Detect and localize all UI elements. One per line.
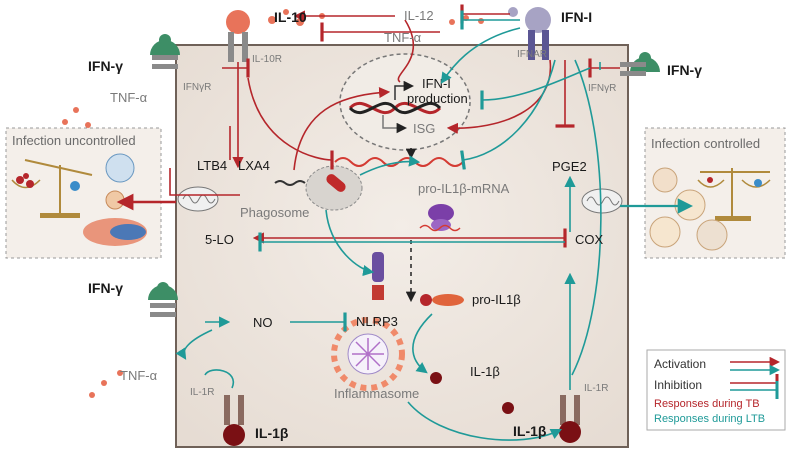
legend-ltb: Responses during LTB <box>654 413 765 425</box>
il12-label: IL-12 <box>404 8 434 23</box>
tnfa-top-label: TNF-α <box>384 30 422 45</box>
no-label: NO <box>253 315 273 330</box>
ifngr-receptor-left-mid <box>148 282 178 317</box>
il1b-dots <box>430 372 514 414</box>
ifng-left-mid-label: IFN-γ <box>88 280 123 296</box>
lxa4-label: LXA4 <box>238 158 270 173</box>
il1b-bottom-right-label: IL-1β <box>513 423 547 439</box>
cox-label: COX <box>575 232 604 247</box>
pro-il1b-molecule <box>420 294 464 306</box>
five-lo-label: 5-LO <box>205 232 234 247</box>
infection-uncontrolled-title: Infection uncontrolled <box>12 133 136 148</box>
legend: Activation Inhibition Responses during T… <box>646 349 786 431</box>
il1r-left-label: IL-1R <box>190 387 214 398</box>
nlrp3-sensor <box>372 252 384 300</box>
il1b-mid-label: IL-1β <box>470 364 500 379</box>
ifng-right-label: IFN-γ <box>667 62 702 78</box>
legend-activation: Activation <box>654 357 706 371</box>
legend-tb: Responses during TB <box>654 398 760 410</box>
il1r-receptor-right <box>559 395 581 443</box>
pro-il1b-label: pro-IL1β <box>472 292 521 307</box>
ifngr-receptor-left <box>150 34 180 69</box>
il1b-bottom-left-label: IL-1β <box>255 425 289 441</box>
nlrp3-label: NLRP3 <box>356 314 398 329</box>
infection-controlled-title: Infection controlled <box>651 136 760 151</box>
il1r-receptor-left <box>223 395 245 446</box>
il1r-right-label: IL-1R <box>584 383 608 394</box>
legend-inhibition: Inhibition <box>654 378 702 392</box>
phagosome-label: Phagosome <box>240 205 309 220</box>
mitochondrion-right <box>581 188 623 214</box>
pge2-label: PGE2 <box>552 159 587 174</box>
ifn-i-label: IFN-I <box>561 9 592 25</box>
phagosome <box>274 165 363 211</box>
ifngr-receptor-right <box>620 52 660 76</box>
ifngr-right-label: IFNγR <box>588 83 616 94</box>
mitochondrion-left <box>177 186 219 212</box>
pro-il1b-mrna-label: pro-IL1β-mRNA <box>418 181 510 196</box>
ifnar-label: IFNAR <box>517 49 547 60</box>
ifngr-left-label: IFNγR <box>183 82 211 93</box>
il10r-label: IL-10R <box>252 54 282 65</box>
ifn-i-production-label-1: IFN-I <box>422 76 451 91</box>
ltb-arrows <box>175 10 694 441</box>
ifn-i-production-label-2: production <box>407 91 468 106</box>
ifng-left-top-label: IFN-γ <box>88 58 123 74</box>
inflammasome-label: Inflammasome <box>334 386 419 401</box>
ifnar-receptor <box>508 7 551 60</box>
tnfa-left-top-label: TNF-α <box>110 90 148 105</box>
ltb4-label: LTB4 <box>197 158 227 173</box>
isg-label: ISG <box>413 121 435 136</box>
infection-uncontrolled-box: Infection uncontrolled <box>5 127 162 259</box>
nucleus: IFN-I production ISG <box>339 53 471 151</box>
inflammasome-complex <box>331 317 405 391</box>
infection-controlled-box: Infection controlled <box>644 127 786 259</box>
tb-arrows <box>116 4 620 248</box>
il10-receptor <box>226 10 250 62</box>
il10-label: IL-10 <box>274 9 307 25</box>
tnfa-left-bottom-label: TNF-α <box>120 368 158 383</box>
